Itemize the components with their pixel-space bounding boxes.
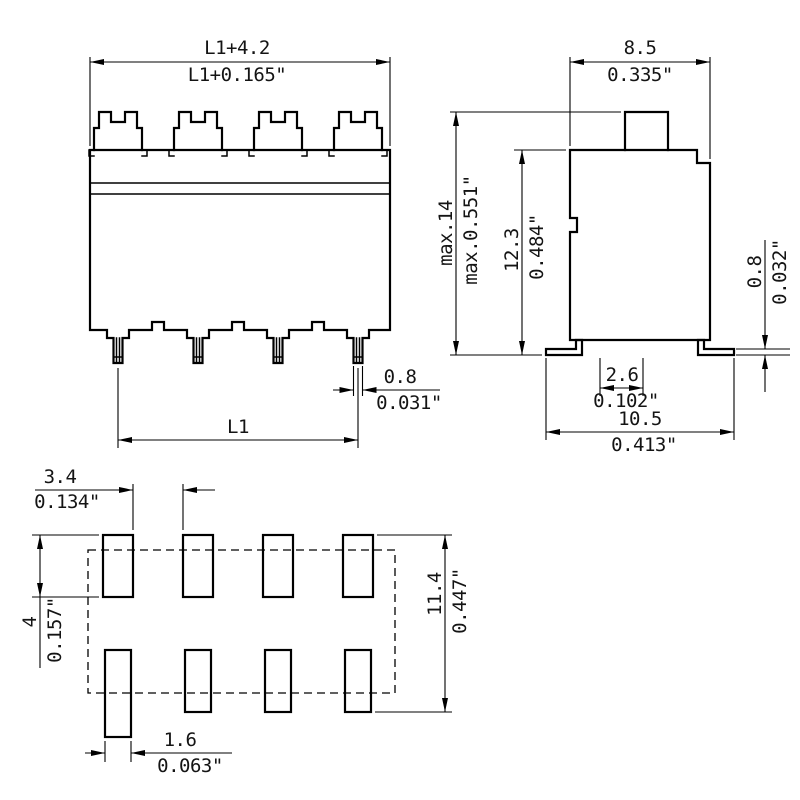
side-left-lead xyxy=(544,338,584,357)
top-pad-1 xyxy=(101,533,135,599)
dim-body-height-inch-label: 0.484" xyxy=(526,214,548,280)
front-view xyxy=(88,110,392,365)
footprint-dimensions: 3.4 0.134" 4 0.157" 11.4 0.447" 1.6 0.06… xyxy=(19,466,471,777)
dim-row-span-mm-label: 11.4 xyxy=(424,572,446,616)
dim-overall-depth-inch-label: 0.413" xyxy=(611,434,677,456)
dim-pitch-mm-label: L1 xyxy=(227,416,249,438)
dim-depth-inch-label: 0.335" xyxy=(607,64,673,86)
dim-lead-thickness-mm-label: 0.8 xyxy=(744,256,766,289)
side-body-outline xyxy=(568,148,712,342)
side-view xyxy=(544,110,736,357)
bottom-pad-3 xyxy=(263,648,293,714)
dim-depth-extension-lines xyxy=(569,57,711,159)
dim-row-span-extension-lines xyxy=(375,534,452,713)
footprint-bottom-pads xyxy=(103,648,373,739)
top-pad-2 xyxy=(181,533,215,599)
dim-pad-length-mm-label: 4 xyxy=(19,616,41,627)
dim-max-height-extension-lines xyxy=(450,111,621,356)
top-pad-3 xyxy=(261,533,295,599)
dim-pad-width-mm-label: 1.6 xyxy=(164,729,197,751)
dim-overall-width-mm-label: L1+4.2 xyxy=(204,37,270,59)
front-pin-details xyxy=(112,337,364,364)
dim-lead-length-mm-label: 2.6 xyxy=(606,364,639,386)
dim-pad-gap-mm-label: 3.4 xyxy=(44,466,77,488)
dim-pad-gap-extension-lines xyxy=(132,484,184,530)
front-body-outline xyxy=(88,148,392,365)
footprint-body-outline-dashed xyxy=(87,549,396,694)
dim-pad-width-inch-label: 0.063" xyxy=(157,755,223,777)
dim-lead-length-inch-label: 0.102" xyxy=(593,390,659,412)
dim-pad-length-inch-label: 0.157" xyxy=(44,597,66,663)
dim-overall-depth-mm-label: 10.5 xyxy=(618,408,662,430)
dim-overall-width-extension-lines xyxy=(89,57,391,146)
dim-max-height-inch-label: max.0.551" xyxy=(460,175,482,284)
bottom-pad-4 xyxy=(343,648,373,714)
front-clamp-springs xyxy=(92,110,384,152)
dim-pad-gap-inch-label: 0.134" xyxy=(34,491,100,513)
dim-overall-width-inch-label: L1+0.165" xyxy=(188,64,286,86)
dim-lead-thickness-extension-lines xyxy=(736,348,790,356)
dim-pin-width-inch-label: 0.031" xyxy=(376,392,442,414)
dim-depth-mm-label: 8.5 xyxy=(624,37,657,59)
dim-lead-thickness-inch-label: 0.032" xyxy=(769,239,791,305)
front-band-lines xyxy=(89,182,391,195)
dim-pin-width-mm-label: 0.8 xyxy=(384,366,417,388)
front-clamp-slot-marks xyxy=(88,149,388,157)
side-top-tab xyxy=(623,110,670,152)
bottom-pad-1 xyxy=(103,648,133,739)
dim-max-height-mm-label: max.14 xyxy=(435,200,457,266)
bottom-pad-2 xyxy=(183,648,213,714)
dim-pad-length-extension-lines xyxy=(32,534,99,668)
dim-body-height-mm-label: 12.3 xyxy=(501,228,523,272)
front-dimensions: L1+4.2 L1+0.165" 0.8 0.031" L1 xyxy=(89,37,442,448)
side-dimensions: 8.5 0.335" max.14 max.0.551" 12.3 0.484"… xyxy=(435,37,791,456)
dim-overall-depth-extension-lines xyxy=(545,358,735,440)
footprint-top-pads xyxy=(101,533,375,599)
dim-pitch-extension-lines xyxy=(117,368,359,448)
top-pad-4 xyxy=(341,533,375,599)
side-right-lead xyxy=(696,338,736,357)
dim-row-span-inch-label: 0.447" xyxy=(449,568,471,634)
dim-pad-width-extension-lines xyxy=(104,741,132,762)
footprint-view xyxy=(87,533,396,739)
